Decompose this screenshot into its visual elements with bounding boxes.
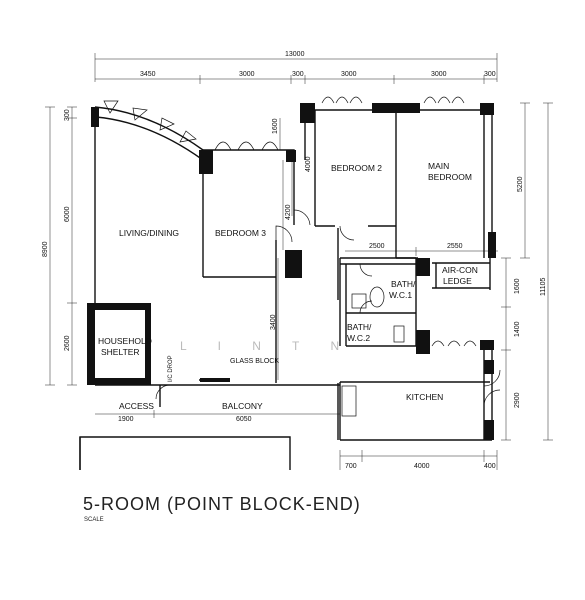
dim-right-2900: 2900 <box>514 392 521 408</box>
dim-bottom-400: 400 <box>484 463 496 470</box>
dim-left-8900: 8900 <box>42 241 49 257</box>
household-shelter-label-2: SHELTER <box>101 347 140 357</box>
corridor-outline <box>79 436 291 470</box>
access-label: ACCESS <box>119 401 154 411</box>
dim-top-3: 300 <box>292 71 304 78</box>
scale-label: SCALE <box>84 517 104 523</box>
glass-block-label: GLASS BLOCK <box>230 358 279 365</box>
dim-interior-1600: 1600 <box>272 118 279 134</box>
sanitary-fixtures <box>341 286 405 417</box>
dim-bottom-4000: 4000 <box>414 463 430 470</box>
dim-bottom-700: 700 <box>345 463 357 470</box>
dim-top-2: 3000 <box>239 71 255 78</box>
dim-right-5200: 5200 <box>517 176 524 192</box>
windows <box>103 96 477 347</box>
dim-left-2600: 2600 <box>64 335 71 351</box>
room-labels: LIVING/DINING BEDROOM 3 BEDROOM 2 MAIN B… <box>98 161 478 411</box>
dim-interior-4200: 4200 <box>285 204 292 220</box>
dim-interior-2500: 2500 <box>369 243 385 250</box>
dim-top-6: 300 <box>484 71 496 78</box>
dimension-lines <box>45 53 553 470</box>
kitchen-label: KITCHEN <box>406 392 443 402</box>
dim-top-1: 3450 <box>140 71 156 78</box>
dim-right-11105: 11105 <box>540 277 547 296</box>
dim-left-300: 300 <box>64 109 71 121</box>
ic-drop-label: I/C DROP <box>168 355 174 382</box>
aircon-ledge-label-2: LEDGE <box>443 276 472 286</box>
aircon-ledge-label-1: AIR-CON <box>442 265 478 275</box>
dim-bottom-6050: 6050 <box>236 416 252 423</box>
dim-interior-2550: 2550 <box>447 243 463 250</box>
bath-wc2-label-1: BATH/ <box>347 322 372 332</box>
dim-interior-3400: 3400 <box>270 314 277 330</box>
dim-top-4: 3000 <box>341 71 357 78</box>
dim-right-1600: 1600 <box>514 278 521 294</box>
bedroom-3-label: BEDROOM 3 <box>215 228 266 238</box>
dim-interior-4000: 4000 <box>305 156 312 172</box>
household-shelter-label-1: HOUSEHOLD <box>98 336 152 346</box>
dim-right-1400: 1400 <box>514 321 521 337</box>
bath-wc1-label-2: W.C.1 <box>389 290 412 300</box>
doors <box>155 209 501 407</box>
main-bedroom-label-1: MAIN <box>428 161 449 171</box>
dim-overall-width: 13000 <box>285 51 305 58</box>
dim-top-5: 3000 <box>431 71 447 78</box>
main-bedroom-label-2: BEDROOM <box>428 172 472 182</box>
living-dining-label: LIVING/DINING <box>119 228 179 238</box>
bath-wc2-label-2: W.C.2 <box>347 333 370 343</box>
walls <box>87 103 496 441</box>
dimension-text: 13000 3450 3000 300 3000 3000 300 300 60… <box>42 51 547 470</box>
plan-title: 5-ROOM (POINT BLOCK-END) <box>83 494 361 514</box>
balcony-label: BALCONY <box>222 401 263 411</box>
watermark-text: L I N T N <box>180 339 353 353</box>
bath-wc1-label-1: BATH/ <box>391 279 416 289</box>
bedroom-2-label: BEDROOM 2 <box>331 163 382 173</box>
dim-left-6000: 6000 <box>64 206 71 222</box>
dim-bottom-1900: 1900 <box>118 416 134 423</box>
